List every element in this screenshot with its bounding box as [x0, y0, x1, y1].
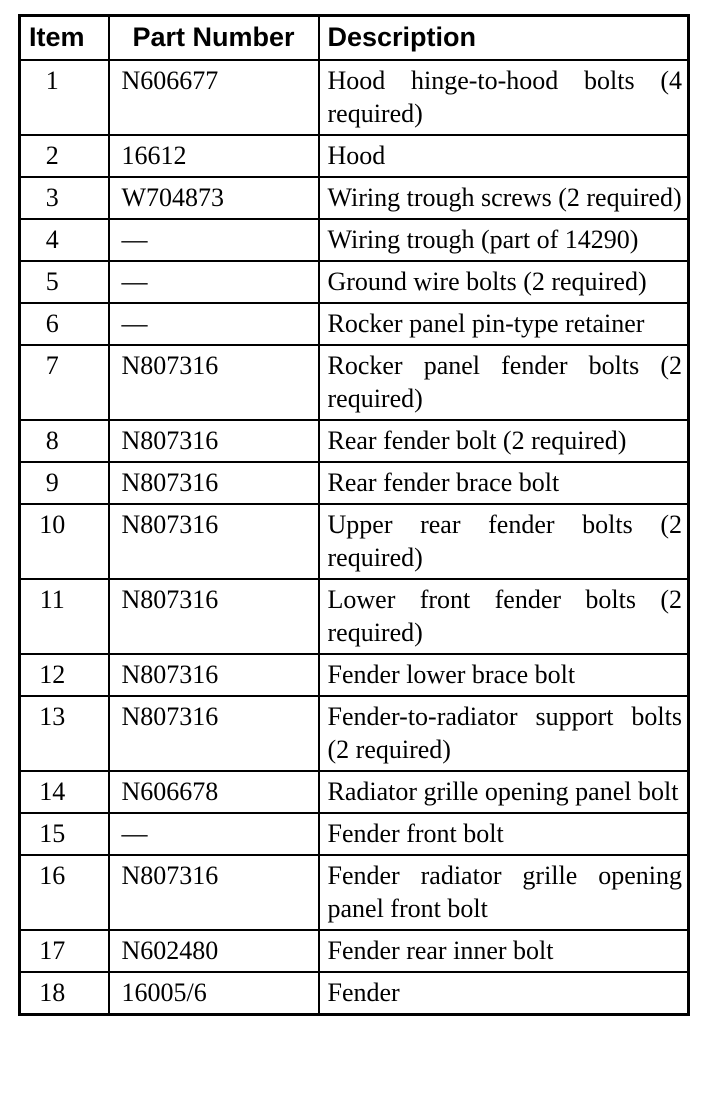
part-number-cell: N807316	[107, 578, 320, 656]
description-cell: Rocker panel pin-type retainer	[317, 302, 690, 347]
description-cell: Rear fender brace bolt	[317, 461, 690, 506]
table-header: Item Part Number Description	[18, 14, 690, 62]
description-cell: Hood hinge-to-hood bolts (4 required)	[317, 59, 690, 137]
description-cell: Radiator grille opening panel bolt	[317, 770, 690, 815]
item-cell: 16	[18, 854, 110, 932]
item-cell: 13	[18, 695, 110, 773]
part-number-cell: N606678	[107, 770, 320, 815]
table-row: 4—Wiring trough (part of 14290)	[18, 218, 690, 263]
description-cell: Wiring trough (part of 14290)	[317, 218, 690, 263]
item-cell: 15	[18, 812, 110, 857]
part-number-cell: W704873	[107, 176, 320, 221]
part-number-cell: N807316	[107, 419, 320, 464]
item-cell: 14	[18, 770, 110, 815]
part-number-cell: N606677	[107, 59, 320, 137]
column-header-description: Description	[317, 14, 690, 62]
part-number-cell: N807316	[107, 461, 320, 506]
description-cell: Lower front fender bolts (2 required)	[317, 578, 690, 656]
part-number-cell: N807316	[107, 503, 320, 581]
part-number-cell: —	[107, 302, 320, 347]
part-number-cell: N807316	[107, 695, 320, 773]
item-cell: 11	[18, 578, 110, 656]
description-cell: Wiring trough screws (2 required)	[317, 176, 690, 221]
description-cell: Fender radiator grille opening panel fro…	[317, 854, 690, 932]
item-cell: 18	[18, 971, 110, 1016]
part-number-cell: N602480	[107, 929, 320, 974]
item-cell: 2	[18, 134, 110, 179]
table-row: 15—Fender front bolt	[18, 812, 690, 857]
description-cell: Fender	[317, 971, 690, 1016]
description-cell: Fender-to-radiator support bolts (2 requ…	[317, 695, 690, 773]
item-cell: 4	[18, 218, 110, 263]
table-row: 6—Rocker panel pin-type retainer	[18, 302, 690, 347]
part-number-cell: N807316	[107, 854, 320, 932]
item-cell: 3	[18, 176, 110, 221]
item-cell: 12	[18, 653, 110, 698]
item-cell: 5	[18, 260, 110, 305]
part-number-cell: 16612	[107, 134, 320, 179]
part-number-cell: —	[107, 260, 320, 305]
item-cell: 10	[18, 503, 110, 581]
part-number-cell: N807316	[107, 653, 320, 698]
description-cell: Ground wire bolts (2 required)	[317, 260, 690, 305]
item-cell: 6	[18, 302, 110, 347]
description-cell: Fender front bolt	[317, 812, 690, 857]
item-cell: 1	[18, 59, 110, 137]
table-row: 5—Ground wire bolts (2 required)	[18, 260, 690, 305]
description-cell: Fender lower brace bolt	[317, 653, 690, 698]
item-cell: 8	[18, 419, 110, 464]
description-cell: Fender rear inner bolt	[317, 929, 690, 974]
description-cell: Rocker panel fender bolts (2 required)	[317, 344, 690, 422]
description-cell: Rear fender bolt (2 required)	[317, 419, 690, 464]
header-row: Item Part Number Description	[18, 14, 690, 62]
part-number-cell: —	[107, 812, 320, 857]
item-cell: 9	[18, 461, 110, 506]
part-number-cell: 16005/6	[107, 971, 320, 1016]
column-header-item: Item	[18, 14, 110, 62]
part-number-cell: N807316	[107, 344, 320, 422]
description-cell: Upper rear fender bolts (2 required)	[317, 503, 690, 581]
part-number-cell: —	[107, 218, 320, 263]
column-header-part-number: Part Number	[107, 14, 320, 62]
item-cell: 7	[18, 344, 110, 422]
item-cell: 17	[18, 929, 110, 974]
description-cell: Hood	[317, 134, 690, 179]
